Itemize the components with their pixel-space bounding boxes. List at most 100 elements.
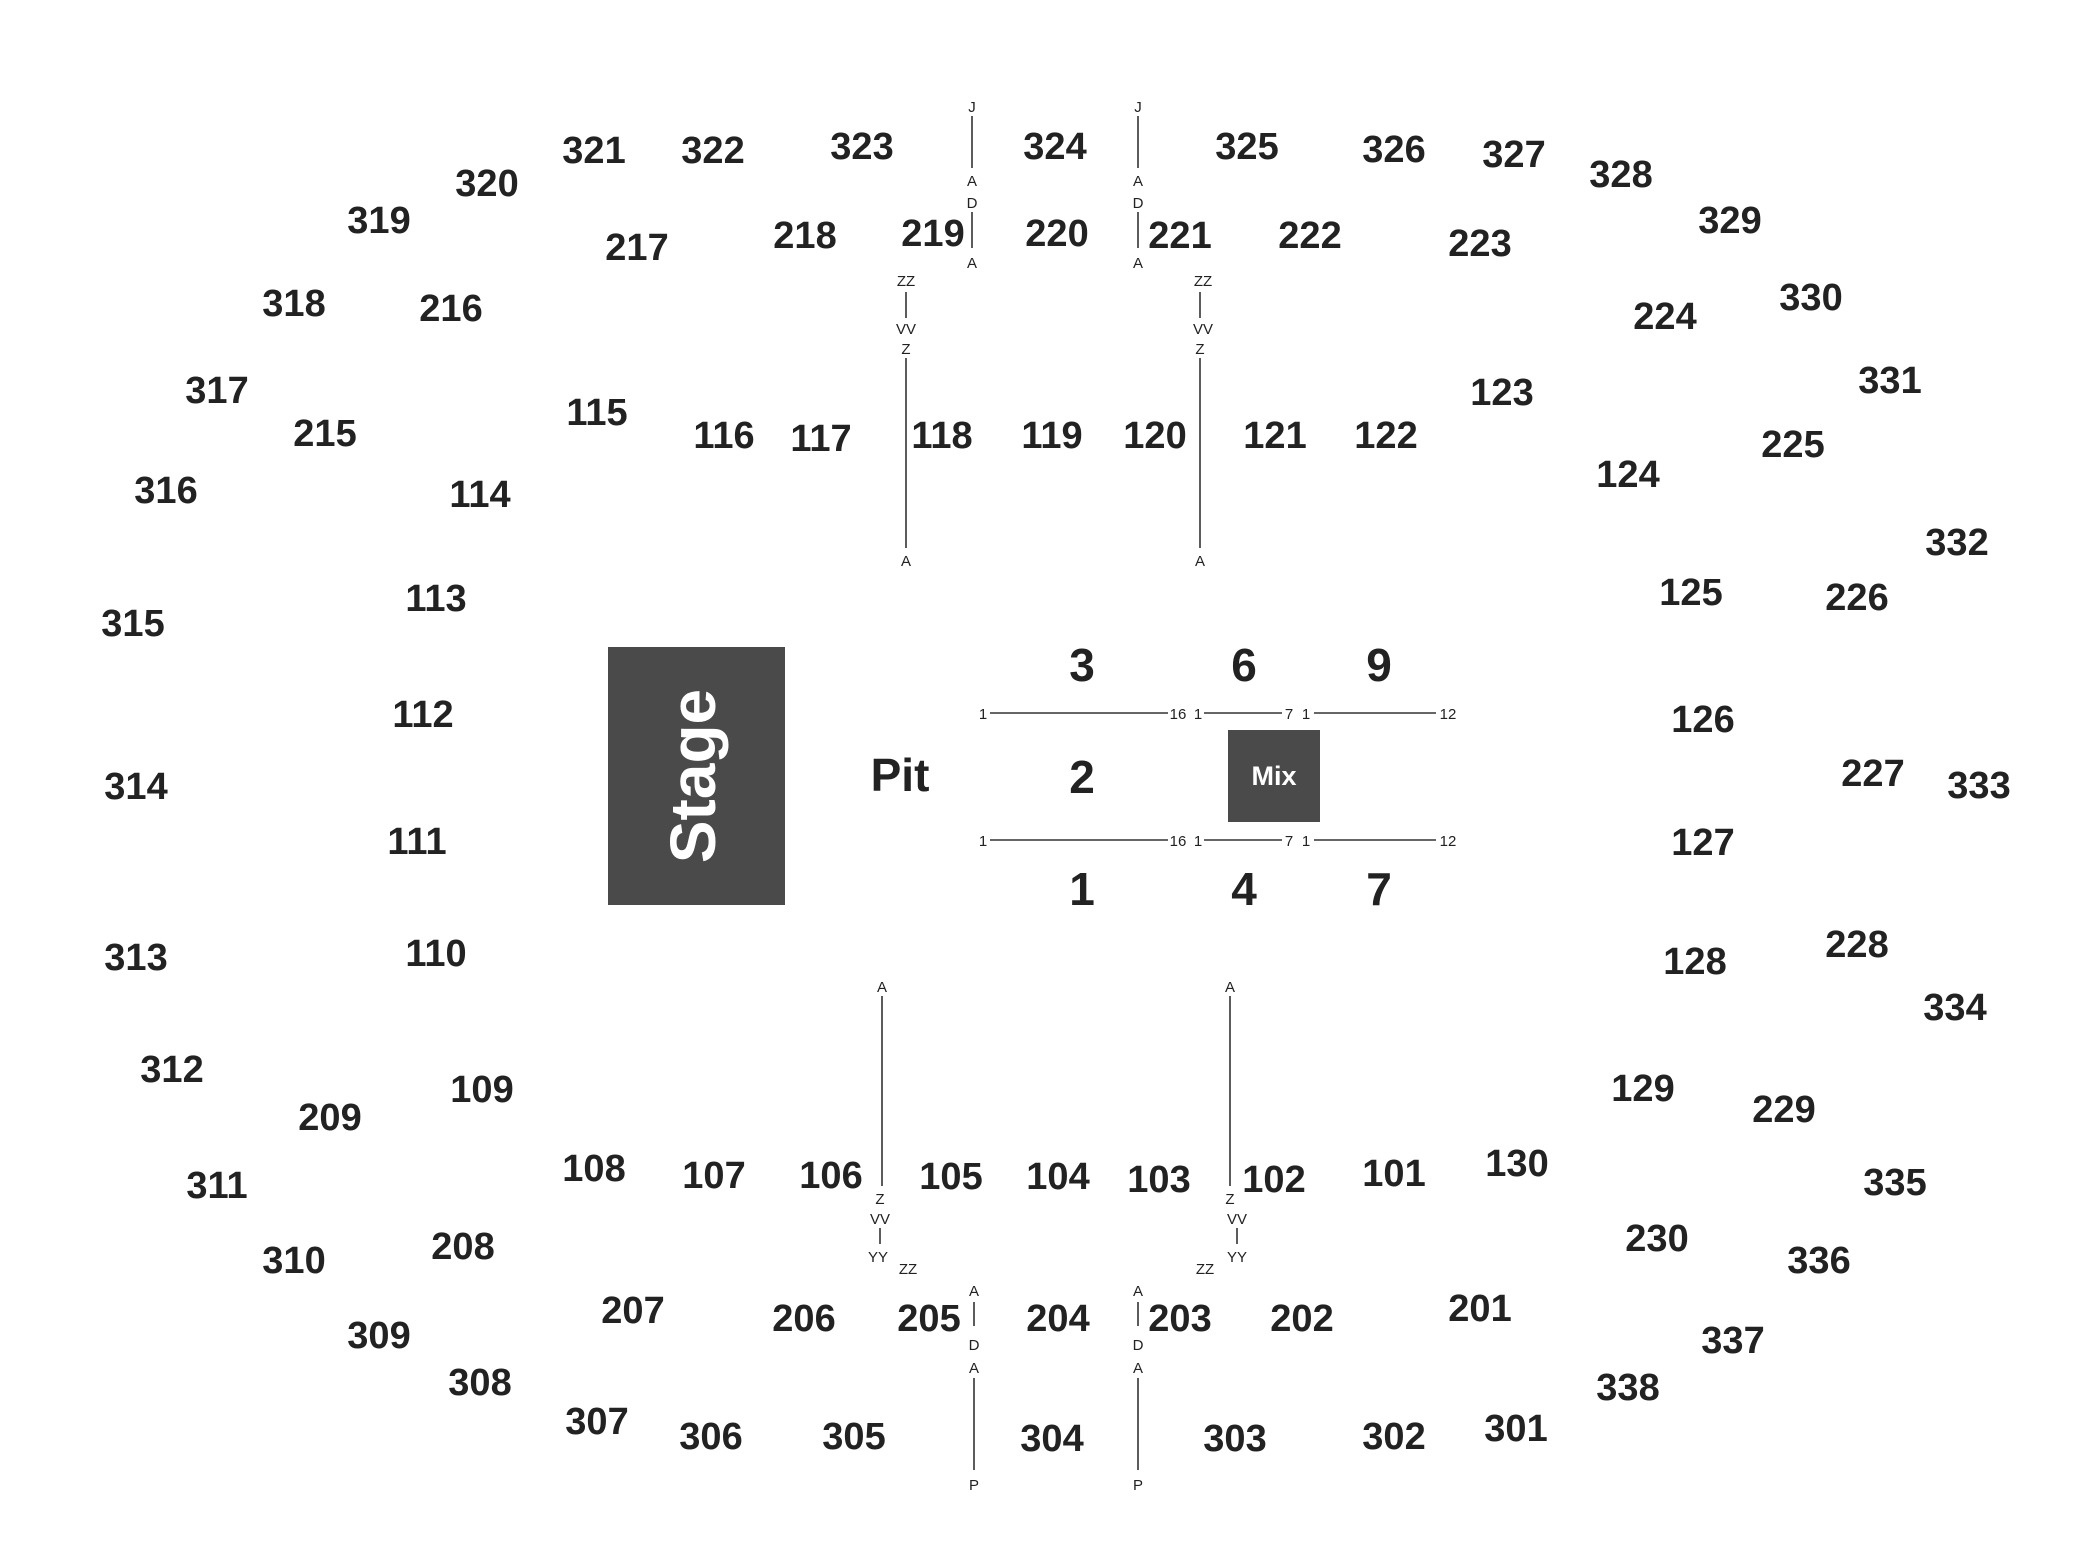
stage[interactable]: Stage bbox=[608, 647, 785, 905]
section-313[interactable]: 313 bbox=[104, 937, 167, 979]
section-309[interactable]: 309 bbox=[347, 1315, 410, 1357]
section-224[interactable]: 224 bbox=[1633, 296, 1696, 338]
section-106[interactable]: 106 bbox=[799, 1155, 862, 1197]
section-323[interactable]: 323 bbox=[830, 126, 893, 168]
section-112[interactable]: 112 bbox=[392, 694, 453, 736]
section-202[interactable]: 202 bbox=[1270, 1298, 1333, 1340]
floor-section-2[interactable]: 2 bbox=[1069, 751, 1095, 803]
section-130[interactable]: 130 bbox=[1485, 1143, 1548, 1185]
section-310[interactable]: 310 bbox=[262, 1240, 325, 1282]
section-226[interactable]: 226 bbox=[1825, 577, 1888, 619]
section-225[interactable]: 225 bbox=[1761, 424, 1824, 466]
section-101[interactable]: 101 bbox=[1362, 1153, 1425, 1195]
section-108[interactable]: 108 bbox=[562, 1148, 625, 1190]
section-110[interactable]: 110 bbox=[405, 933, 466, 975]
section-203[interactable]: 203 bbox=[1148, 1298, 1211, 1340]
section-333[interactable]: 333 bbox=[1947, 765, 2010, 807]
section-318[interactable]: 318 bbox=[262, 283, 325, 325]
section-218[interactable]: 218 bbox=[773, 215, 836, 257]
section-337[interactable]: 337 bbox=[1701, 1320, 1764, 1362]
section-117[interactable]: 117 bbox=[790, 418, 851, 460]
section-305[interactable]: 305 bbox=[822, 1416, 885, 1458]
section-329[interactable]: 329 bbox=[1698, 200, 1761, 242]
section-205[interactable]: 205 bbox=[897, 1298, 960, 1340]
section-129[interactable]: 129 bbox=[1611, 1068, 1674, 1110]
section-206[interactable]: 206 bbox=[772, 1298, 835, 1340]
section-335[interactable]: 335 bbox=[1863, 1162, 1926, 1204]
section-316[interactable]: 316 bbox=[134, 470, 197, 512]
section-109[interactable]: 109 bbox=[450, 1069, 513, 1111]
section-127[interactable]: 127 bbox=[1671, 822, 1734, 864]
section-104[interactable]: 104 bbox=[1026, 1156, 1089, 1198]
section-103[interactable]: 103 bbox=[1127, 1159, 1190, 1201]
section-230[interactable]: 230 bbox=[1625, 1218, 1688, 1260]
section-301[interactable]: 301 bbox=[1484, 1408, 1547, 1450]
section-217[interactable]: 217 bbox=[605, 227, 668, 269]
section-119[interactable]: 119 bbox=[1021, 415, 1082, 457]
section-125[interactable]: 125 bbox=[1659, 572, 1722, 614]
section-303[interactable]: 303 bbox=[1203, 1418, 1266, 1460]
floor-section-6[interactable]: 6 bbox=[1231, 639, 1257, 691]
section-105[interactable]: 105 bbox=[919, 1156, 982, 1198]
section-314[interactable]: 314 bbox=[104, 766, 167, 808]
section-220[interactable]: 220 bbox=[1025, 213, 1088, 255]
section-325[interactable]: 325 bbox=[1215, 126, 1278, 168]
section-123[interactable]: 123 bbox=[1470, 372, 1533, 414]
section-304[interactable]: 304 bbox=[1020, 1418, 1083, 1460]
section-326[interactable]: 326 bbox=[1362, 129, 1425, 171]
section-302[interactable]: 302 bbox=[1362, 1416, 1425, 1458]
floor-section-1[interactable]: 1 bbox=[1069, 863, 1095, 915]
section-334[interactable]: 334 bbox=[1923, 987, 1986, 1029]
section-330[interactable]: 330 bbox=[1779, 277, 1842, 319]
section-308[interactable]: 308 bbox=[448, 1362, 511, 1404]
section-322[interactable]: 322 bbox=[681, 130, 744, 172]
section-321[interactable]: 321 bbox=[562, 130, 625, 172]
section-228[interactable]: 228 bbox=[1825, 924, 1888, 966]
section-307[interactable]: 307 bbox=[565, 1401, 628, 1443]
section-331[interactable]: 331 bbox=[1858, 360, 1921, 402]
section-221[interactable]: 221 bbox=[1148, 215, 1211, 257]
section-122[interactable]: 122 bbox=[1354, 415, 1417, 457]
section-332[interactable]: 332 bbox=[1925, 522, 1988, 564]
section-311[interactable]: 311 bbox=[186, 1165, 247, 1207]
section-315[interactable]: 315 bbox=[101, 603, 164, 645]
section-338[interactable]: 338 bbox=[1596, 1367, 1659, 1409]
section-113[interactable]: 113 bbox=[405, 578, 466, 620]
section-336[interactable]: 336 bbox=[1787, 1240, 1850, 1282]
pit-label[interactable]: Pit bbox=[871, 749, 930, 801]
section-324[interactable]: 324 bbox=[1023, 126, 1086, 168]
section-114[interactable]: 114 bbox=[449, 474, 510, 516]
section-222[interactable]: 222 bbox=[1278, 215, 1341, 257]
section-118[interactable]: 118 bbox=[911, 415, 972, 457]
floor-section-9[interactable]: 9 bbox=[1366, 639, 1392, 691]
section-215[interactable]: 215 bbox=[293, 413, 356, 455]
section-107[interactable]: 107 bbox=[682, 1155, 745, 1197]
section-219[interactable]: 219 bbox=[901, 213, 964, 255]
section-320[interactable]: 320 bbox=[455, 163, 518, 205]
section-327[interactable]: 327 bbox=[1482, 134, 1545, 176]
section-204[interactable]: 204 bbox=[1026, 1298, 1089, 1340]
section-207[interactable]: 207 bbox=[601, 1290, 664, 1332]
section-216[interactable]: 216 bbox=[419, 288, 482, 330]
section-319[interactable]: 319 bbox=[347, 200, 410, 242]
section-223[interactable]: 223 bbox=[1448, 223, 1511, 265]
floor-section-4[interactable]: 4 bbox=[1231, 863, 1257, 915]
section-208[interactable]: 208 bbox=[431, 1226, 494, 1268]
section-312[interactable]: 312 bbox=[140, 1049, 203, 1091]
section-120[interactable]: 120 bbox=[1123, 415, 1186, 457]
section-111[interactable]: 111 bbox=[387, 821, 446, 863]
section-116[interactable]: 116 bbox=[693, 415, 754, 457]
section-328[interactable]: 328 bbox=[1589, 154, 1652, 196]
section-317[interactable]: 317 bbox=[185, 370, 248, 412]
floor-section-7[interactable]: 7 bbox=[1366, 863, 1392, 915]
section-128[interactable]: 128 bbox=[1663, 941, 1726, 983]
section-121[interactable]: 121 bbox=[1243, 415, 1306, 457]
section-201[interactable]: 201 bbox=[1448, 1288, 1511, 1330]
section-126[interactable]: 126 bbox=[1671, 699, 1734, 741]
section-209[interactable]: 209 bbox=[298, 1097, 361, 1139]
section-115[interactable]: 115 bbox=[566, 392, 627, 434]
section-306[interactable]: 306 bbox=[679, 1416, 742, 1458]
section-229[interactable]: 229 bbox=[1752, 1089, 1815, 1131]
section-102[interactable]: 102 bbox=[1242, 1159, 1305, 1201]
section-227[interactable]: 227 bbox=[1841, 753, 1904, 795]
